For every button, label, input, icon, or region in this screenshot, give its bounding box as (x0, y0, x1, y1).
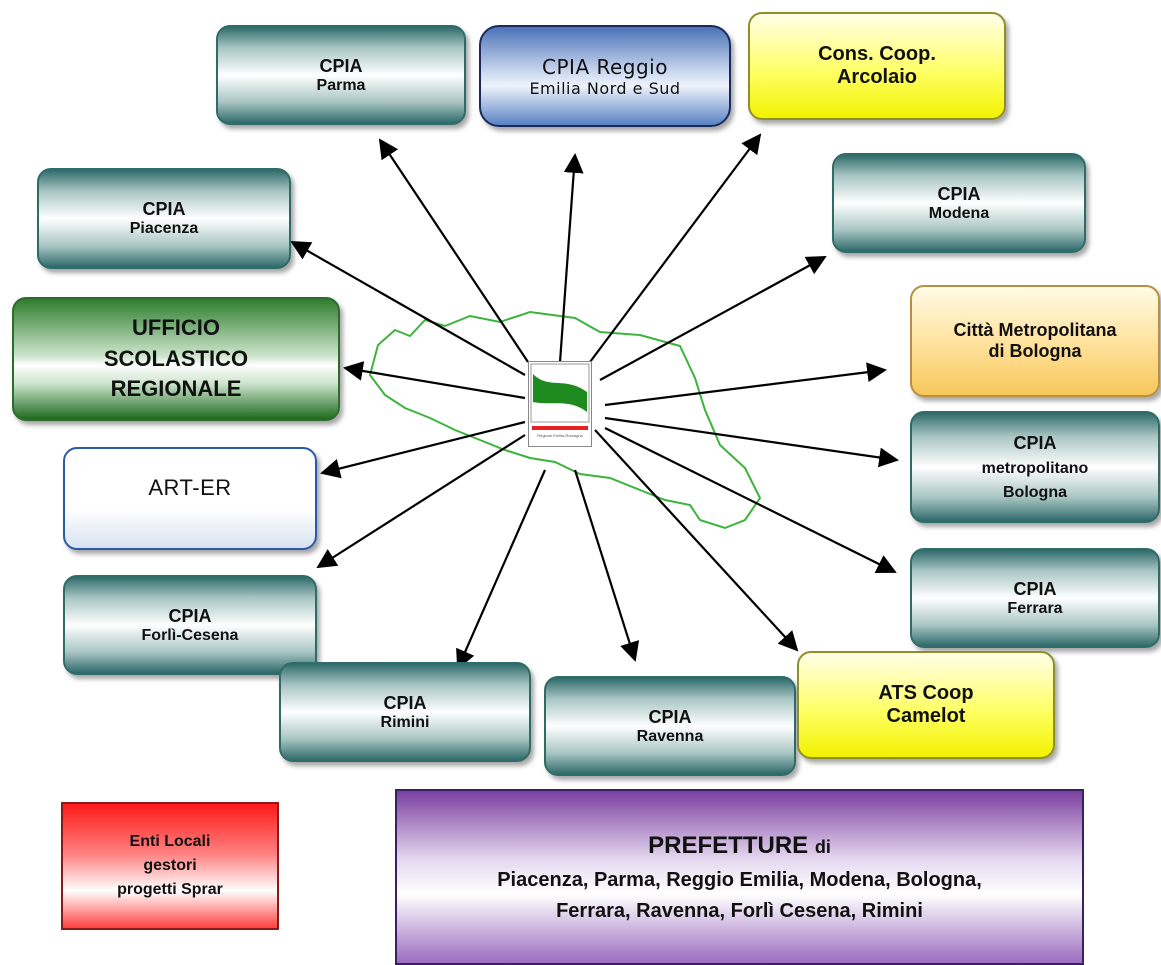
node-cpia-rimini: CPIA Rimini (279, 662, 531, 762)
node-cpia-modena: CPIA Modena (832, 153, 1086, 253)
node-cpia-metropolitano-bologna: CPIA metropolitano Bologna (910, 411, 1160, 523)
logo-red-stripe (532, 426, 588, 430)
node-line: CPIA (1013, 432, 1057, 453)
arrow-to-cpia-bologna (604, 416, 899, 468)
node-cpia-forli-cesena: CPIA Forlì-Cesena (63, 575, 317, 675)
node-line: Forlì-Cesena (141, 626, 239, 644)
arrow-to-ferrara (604, 427, 897, 573)
node-line: progetti Sprar (117, 881, 223, 898)
node-line: Cons. Coop. (818, 43, 936, 65)
node-line: CPIA Reggio (542, 54, 668, 79)
arrow-to-arcolaio (589, 133, 762, 363)
prefetture-title: PREFETTURE di (648, 827, 831, 864)
logo-caption: Regione Emilia-Romagna (537, 433, 583, 438)
node-art-er: ART-ER (63, 447, 317, 550)
node-line: Enti Locali (129, 833, 211, 850)
node-line: CPIA (319, 55, 363, 76)
node-prefetture: PREFETTURE di Piacenza, Parma, Reggio Em… (395, 789, 1084, 965)
node-line: SCOLASTICO (103, 345, 249, 371)
node-line: metropolitano (981, 459, 1089, 477)
node-line: Città Metropolitana (953, 320, 1117, 340)
node-cpia-reggio-emilia: CPIA Reggio Emilia Nord e Sud (479, 25, 731, 127)
node-line: Bologna (1003, 483, 1067, 501)
emilia-romagna-outline-icon (368, 310, 762, 530)
arrow-to-usr (343, 361, 526, 400)
arrow-group (290, 133, 899, 670)
node-line: REGIONALE (110, 376, 242, 402)
node-line: CPIA (142, 199, 186, 219)
node-line: Rimini (380, 713, 430, 731)
node-line: CPIA (168, 605, 212, 626)
arrow-to-parma (378, 138, 529, 363)
node-cons-coop-arcolaio: Cons. Coop. Arcolaio (748, 12, 1006, 120)
arrow-to-rimini (456, 469, 547, 670)
node-ufficio-scolastico-regionale: UFFICIO SCOLASTICO REGIONALE (12, 297, 340, 421)
arrow-to-ravenna (573, 469, 640, 662)
prefetture-line-2: Ferrara, Ravenna, Forlì Cesena, Rimini (556, 899, 923, 922)
region-logo: Regione Emilia-Romagna (528, 361, 592, 447)
arrow-to-reggio (558, 153, 584, 363)
node-line: ART-ER (148, 475, 232, 500)
region-logo-icon (530, 363, 590, 423)
node-cpia-parma: CPIA Parma (216, 25, 466, 125)
node-line: di Bologna (988, 341, 1082, 361)
node-line: Ferrara (1007, 599, 1063, 617)
node-line: UFFICIO (132, 314, 220, 340)
node-line: gestori (143, 857, 197, 874)
node-line: CPIA (1013, 578, 1057, 599)
node-line: ATS Coop (878, 682, 974, 704)
node-line: CPIA (648, 706, 692, 727)
arrow-to-camelot (594, 429, 799, 652)
node-ats-coop-camelot: ATS Coop Camelot (797, 651, 1055, 759)
prefetture-title-suffix: di (814, 837, 831, 858)
node-line: Camelot (886, 705, 966, 727)
arrow-to-modena (599, 256, 827, 381)
node-cpia-ferrara: CPIA Ferrara (910, 548, 1160, 648)
arrow-to-forli (316, 434, 526, 569)
prefetture-line-1: Piacenza, Parma, Reggio Emilia, Modena, … (497, 868, 982, 891)
node-line: Ravenna (636, 727, 704, 745)
node-line: Modena (928, 204, 990, 222)
node-line: Arcolaio (836, 66, 918, 88)
node-citta-metropolitana-bologna: Città Metropolitana di Bologna (910, 285, 1160, 397)
arrow-to-piacenza (290, 241, 526, 376)
arrow-to-arter (320, 420, 526, 479)
node-line: Parma (316, 76, 366, 94)
node-cpia-piacenza: CPIA Piacenza (37, 168, 291, 269)
node-cpia-ravenna: CPIA Ravenna (544, 676, 796, 776)
node-line: CPIA (383, 692, 427, 713)
node-line: CPIA (937, 183, 981, 204)
node-line: Emilia Nord e Sud (529, 78, 681, 98)
node-enti-locali-sprar: Enti Locali gestori progetti Sprar (61, 802, 279, 930)
prefetture-title-main: PREFETTURE (648, 832, 809, 860)
arrow-to-bologna-city (604, 362, 887, 407)
node-line: Piacenza (129, 220, 199, 237)
